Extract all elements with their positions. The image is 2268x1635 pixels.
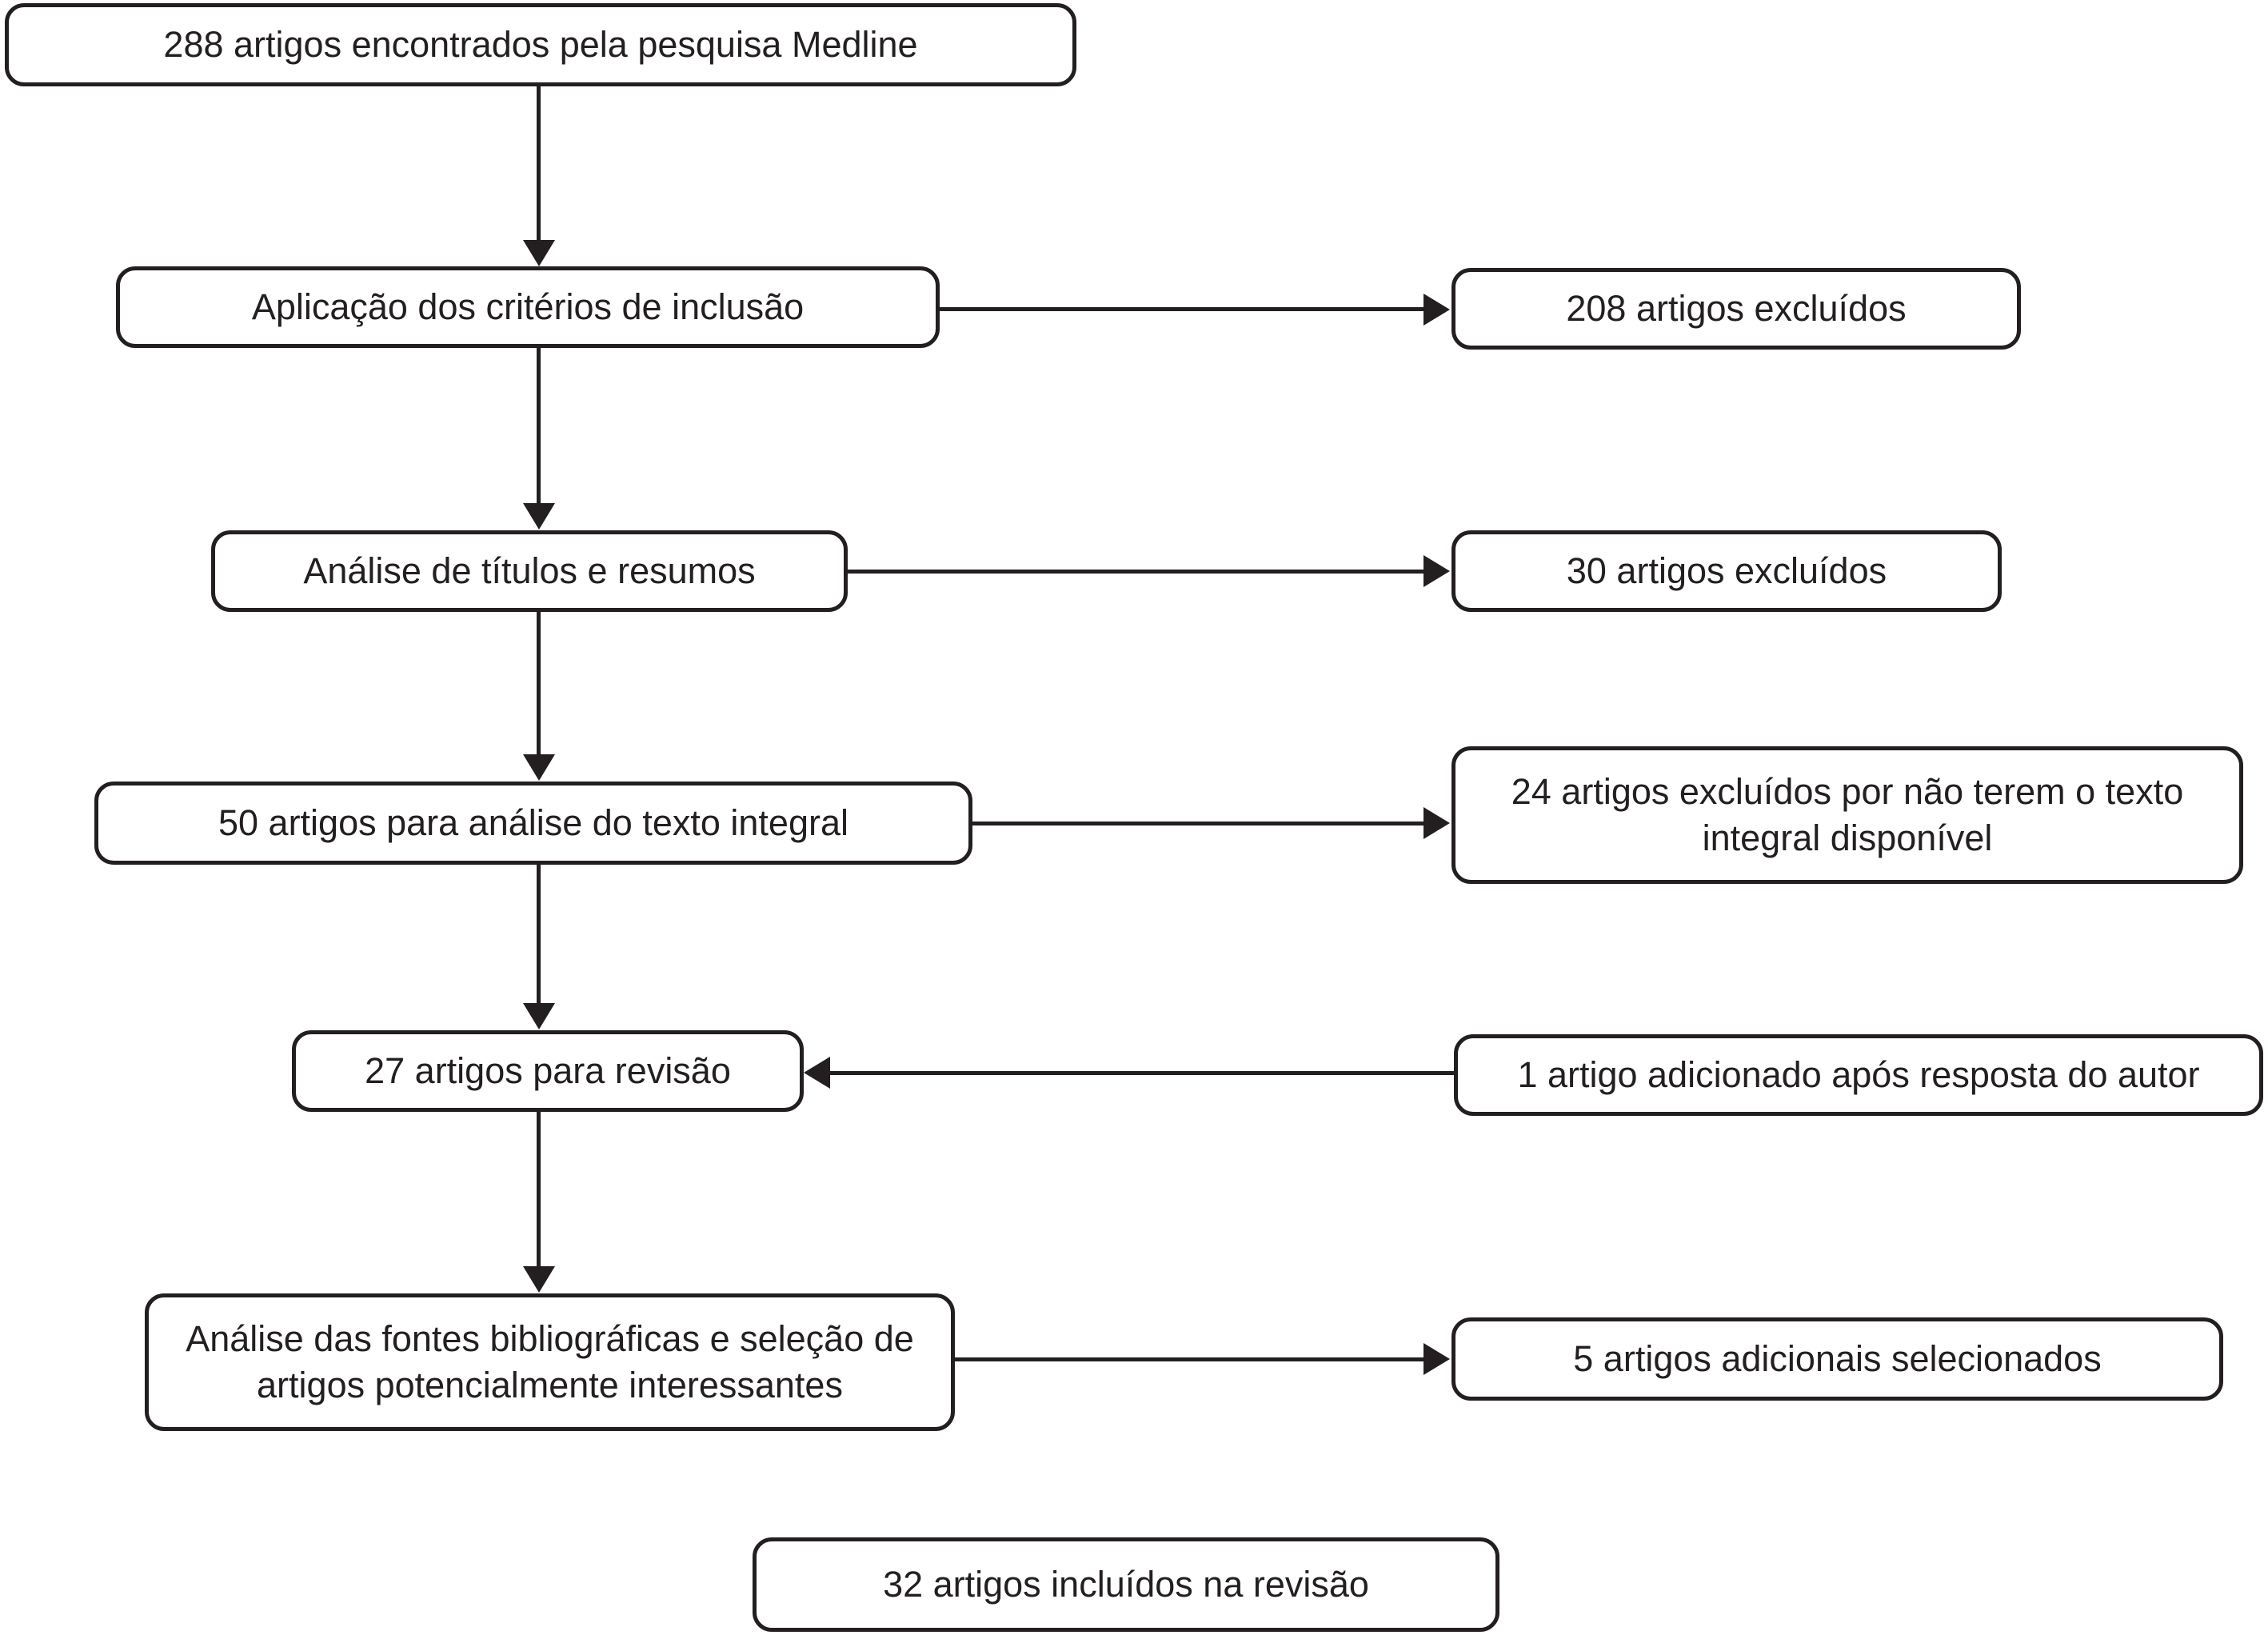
node-titles-abstracts-label: Análise de títulos e resumos <box>303 550 756 592</box>
arrow-fulltext-to-review-line <box>537 865 541 1005</box>
node-included-32: 32 artigos incluídos na revisão <box>753 1537 1499 1632</box>
node-excluded-30: 30 artigos excluídos <box>1451 530 2002 612</box>
arrow-review-to-bibliographic-line <box>537 1112 541 1267</box>
node-review-27-label: 27 artigos para revisão <box>365 1050 731 1092</box>
arrow-added1-to-review-head-icon <box>804 1057 830 1089</box>
arrow-titles-to-fulltext-line <box>537 612 541 756</box>
arrow-titles-to-fulltext-head-icon <box>523 754 555 781</box>
node-fulltext-analysis-label: 50 artigos para análise do texto integra… <box>218 802 849 844</box>
arrow-fulltext-to-excluded24-head-icon <box>1423 807 1450 839</box>
arrow-titles-to-excluded30-head-icon <box>1423 555 1450 587</box>
node-inclusion-criteria: Aplicação dos critérios de inclusão <box>116 266 940 348</box>
arrow-fulltext-to-excluded24-line <box>972 821 1425 825</box>
node-excluded-208-label: 208 artigos excluídos <box>1566 288 1907 330</box>
node-bibliographic-analysis-label: Análise das fontes bibliográficas e sele… <box>186 1318 914 1405</box>
node-review-27: 27 artigos para revisão <box>292 1030 804 1112</box>
arrow-review-to-bibliographic-head-icon <box>523 1266 555 1293</box>
arrow-titles-to-excluded30-line <box>848 570 1425 574</box>
node-excluded-24-label: 24 artigos excluídos por não terem o tex… <box>1511 771 2184 858</box>
arrow-added1-to-review-line <box>829 1071 1454 1075</box>
arrow-inclusion-to-excluded208-line <box>940 307 1425 311</box>
node-included-32-label: 32 artigos incluídos na revisão <box>883 1564 1369 1605</box>
node-excluded-24: 24 artigos excluídos por não terem o tex… <box>1451 746 2243 884</box>
node-excluded-208: 208 artigos excluídos <box>1451 268 2021 350</box>
node-additional-5-label: 5 artigos adicionais selecionados <box>1573 1338 2102 1380</box>
node-excluded-30-label: 30 artigos excluídos <box>1566 550 1887 592</box>
arrow-medline-to-inclusion-line <box>537 86 541 242</box>
arrow-inclusion-to-titles-head-icon <box>523 503 555 530</box>
node-additional-5: 5 artigos adicionais selecionados <box>1451 1317 2223 1401</box>
node-fulltext-analysis: 50 artigos para análise do texto integra… <box>94 782 972 865</box>
arrow-inclusion-to-titles-line <box>537 348 541 505</box>
arrow-fulltext-to-review-head-icon <box>523 1003 555 1029</box>
arrow-inclusion-to-excluded208-head-icon <box>1423 294 1450 326</box>
arrow-medline-to-inclusion-head-icon <box>523 240 555 266</box>
arrow-bibliographic-to-additional5-line <box>955 1357 1425 1361</box>
node-medline-search: 288 artigos encontrados pela pesquisa Me… <box>5 3 1076 86</box>
node-added-1-label: 1 artigo adicionado após resposta do aut… <box>1517 1054 2200 1096</box>
arrow-bibliographic-to-additional5-head-icon <box>1423 1343 1450 1375</box>
node-added-1: 1 artigo adicionado após resposta do aut… <box>1454 1034 2263 1116</box>
node-bibliographic-analysis: Análise das fontes bibliográficas e sele… <box>145 1293 955 1431</box>
node-titles-abstracts: Análise de títulos e resumos <box>211 530 848 612</box>
node-inclusion-criteria-label: Aplicação dos critérios de inclusão <box>251 286 805 328</box>
node-medline-search-label: 288 artigos encontrados pela pesquisa Me… <box>163 24 918 66</box>
